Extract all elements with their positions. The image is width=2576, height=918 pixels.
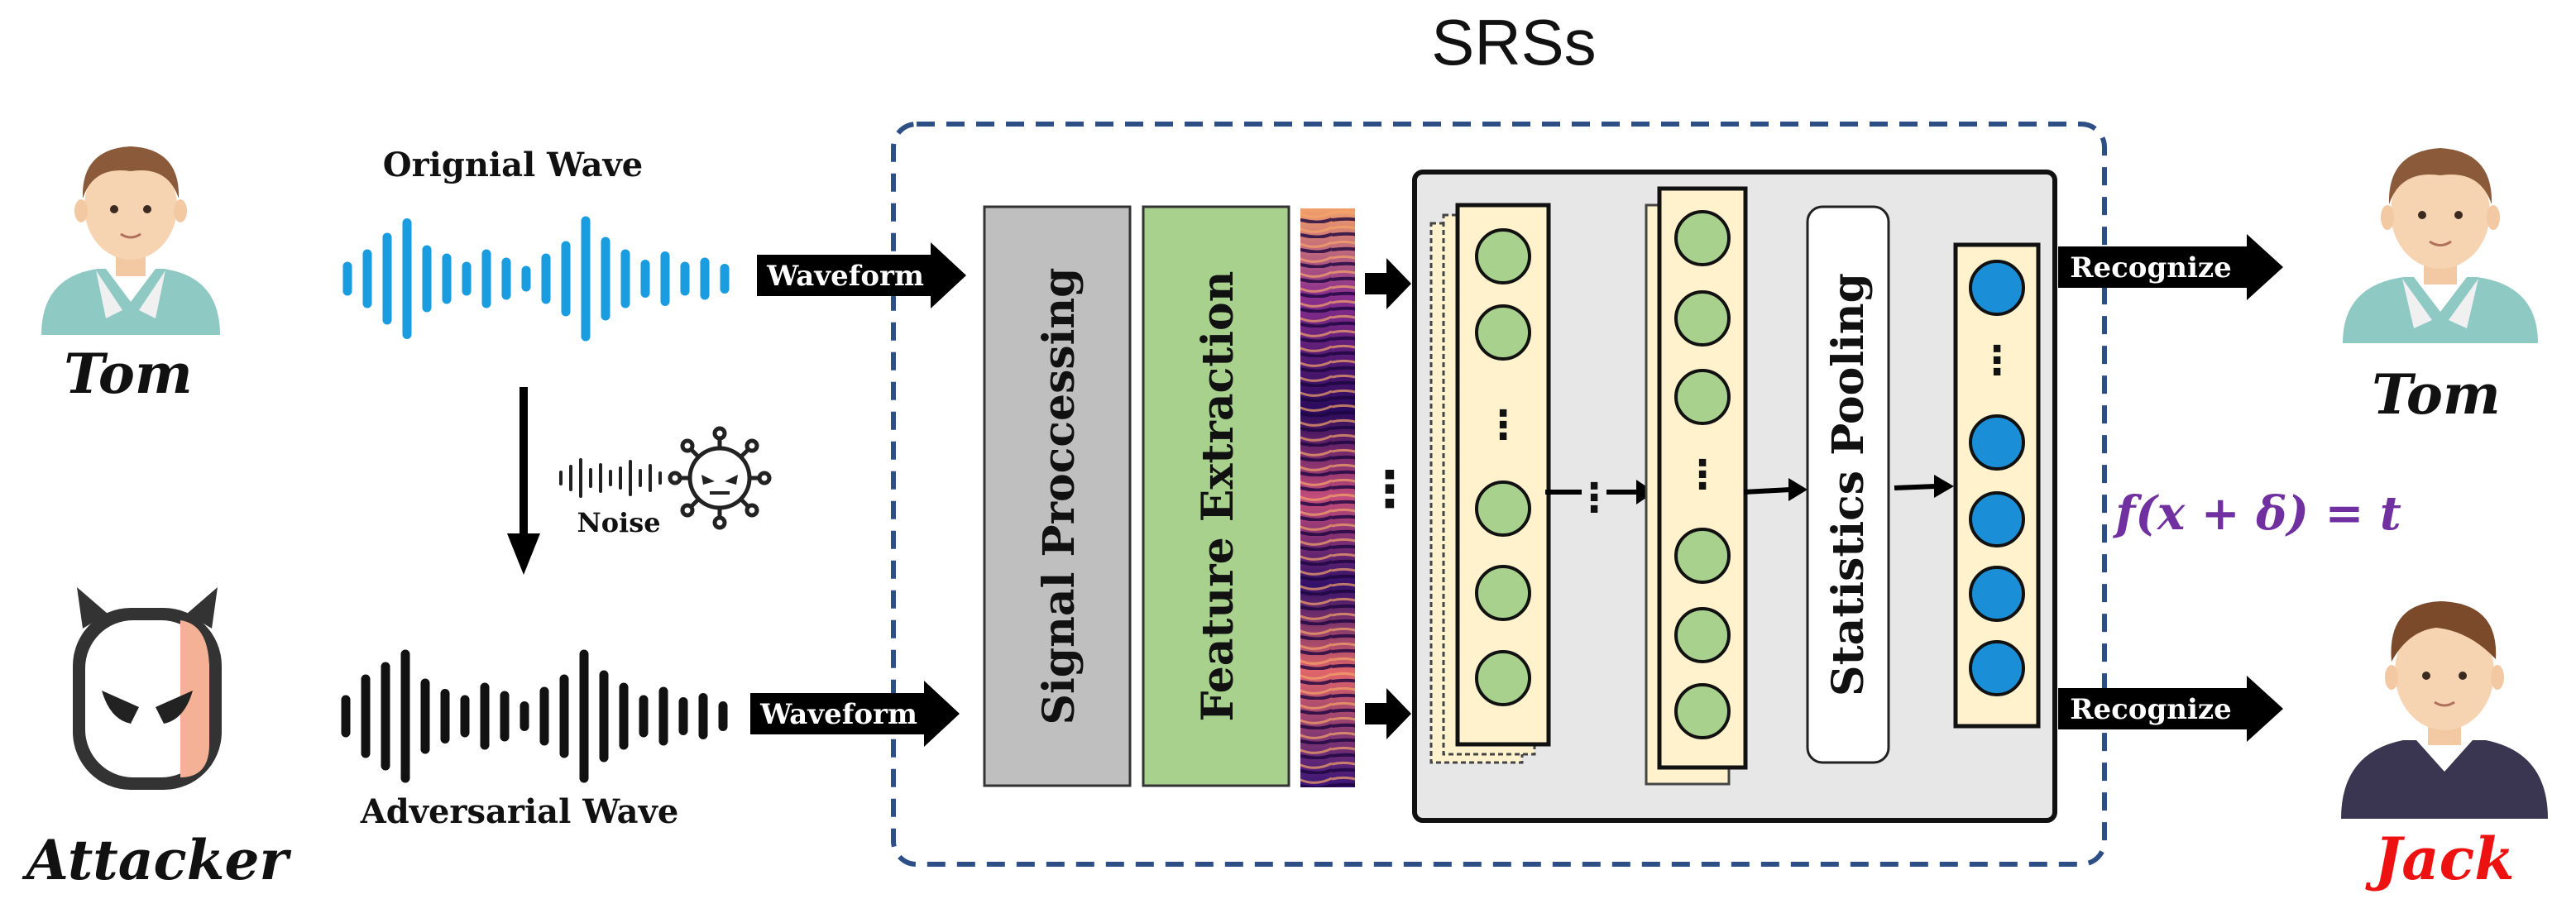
neuron-node [1674, 210, 1731, 266]
neuron-node [1674, 683, 1731, 739]
tom-label-left: Tom [64, 342, 192, 406]
original-waveform [342, 216, 730, 342]
output-ellipsis: ⋮ [1977, 339, 2017, 383]
feature-extraction-block [1142, 205, 1290, 787]
layer-2-nodes [1674, 210, 1731, 739]
jack-label: Jack [2365, 825, 2515, 893]
recognize-label-bottom: Recognize [2070, 693, 2232, 726]
adversarial-waveform [341, 649, 728, 783]
waveform-label-bottom: Waveform [759, 698, 917, 731]
tom-label-right: Tom [2372, 362, 2500, 427]
output-neuron-node [1969, 640, 2025, 696]
neuron-node [1475, 304, 1531, 361]
output-neuron-node [1969, 414, 2025, 471]
neuron-node [1475, 481, 1531, 537]
neuron-node [1475, 650, 1531, 706]
signal-processing-block [983, 205, 1132, 787]
waveform-arrow-bottom: Waveform [750, 681, 960, 747]
statistics-pooling-block [1806, 205, 1890, 764]
statistics-pooling-label: Statistics Pooling [1823, 273, 1874, 696]
waveform-label-top: Waveform [766, 260, 924, 293]
output-neuron-node [1969, 566, 2025, 622]
tom-avatar-right [2343, 148, 2538, 343]
waveform-arrow-top: Waveform [757, 242, 966, 308]
recognize-label-top: Recognize [2070, 251, 2232, 284]
neuron-node [1475, 565, 1531, 621]
spectrogram-arrow-top [1365, 258, 1411, 309]
srs-title: SRSs [1431, 6, 1596, 79]
layer-1-ellipsis: ⋮ [1483, 404, 1523, 447]
layer-1-nodes [1475, 228, 1531, 706]
spectrogram-ellipsis: ⋮ [1365, 461, 1415, 517]
signal-processing-label: Signal Proccessing [1034, 267, 1085, 724]
virus-icon [668, 426, 772, 530]
noise-waveform [559, 458, 662, 498]
srs-dashed-border [891, 122, 2107, 867]
recognize-arrow-top: Recognize [2058, 234, 2283, 300]
neuron-node [1674, 607, 1731, 663]
neuron-node [1674, 290, 1731, 347]
attacker-avatar [73, 587, 222, 790]
feature-extraction-label: Feature Extraction [1193, 271, 1243, 722]
attacker-label: Attacker [22, 828, 292, 892]
neuron-node [1674, 369, 1731, 425]
output-neuron-node [1969, 491, 2025, 547]
layer-1-to-2-ellipsis: ⋮ [1574, 476, 1614, 520]
original-wave-label: Orignial Wave [383, 146, 643, 184]
neuron-node [1475, 228, 1531, 284]
noise-label: Noise [577, 507, 660, 538]
output-nodes [1969, 260, 2025, 696]
tom-avatar-top-left [41, 146, 220, 335]
spectrogram-arrow-bottom [1365, 688, 1411, 739]
pooling-to-output-arrow [1894, 475, 1954, 498]
output-neuron-node [1969, 260, 2025, 316]
spectrogram-image [1300, 208, 1355, 787]
jack-avatar [2341, 601, 2548, 819]
layer-2-to-pooling-arrow [1743, 478, 1808, 501]
recognize-arrow-bottom: Recognize [2058, 676, 2283, 742]
neuron-node [1674, 528, 1731, 584]
layer-1-to-2-arrow: ⋮ [1545, 470, 1654, 520]
attack-formula: 𝒇(𝒙 + 𝜹) = 𝒕 [2112, 486, 2401, 541]
noise-down-arrow [507, 387, 540, 575]
layer-2-ellipsis: ⋮ [1683, 453, 1722, 497]
adversarial-wave-label: Adversarial Wave [360, 792, 679, 831]
